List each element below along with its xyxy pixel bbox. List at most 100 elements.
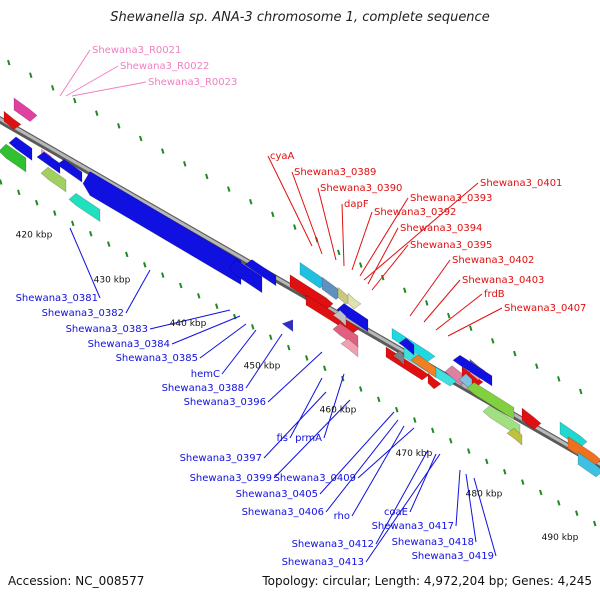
inner-tick-dot (179, 282, 183, 289)
reverse-label: fis (276, 433, 288, 444)
reverse-gene (444, 365, 463, 387)
outer-tick-dot (29, 72, 33, 79)
rna-label: Shewana3_R0021 (92, 45, 181, 56)
reverse-gene (56, 159, 83, 183)
outer-tick-dot (161, 148, 165, 154)
inner-tick-dot (161, 272, 165, 278)
reverse-label: rho (334, 511, 350, 522)
reverse-label: prmA (295, 433, 322, 444)
leader-line (455, 469, 461, 527)
forward-gene (3, 110, 22, 130)
outer-tick-dot (381, 274, 385, 281)
outer-tick-dot (73, 97, 77, 104)
leader-line (125, 269, 151, 314)
inner-tick-dot (53, 210, 57, 216)
tick-label: 480 kbp (466, 489, 503, 499)
reverse-label: Shewana3_0383 (66, 324, 148, 335)
tick-label: 450 kbp (244, 362, 281, 372)
forward-gene (521, 407, 542, 430)
inner-tick-dot (485, 458, 489, 465)
tick-dots (0, 59, 597, 527)
reverse-gene (82, 171, 242, 286)
inner-tick-dot (17, 189, 21, 196)
reverse-gene (68, 193, 101, 223)
inner-tick-dot (287, 344, 291, 351)
reverse-gene (340, 338, 359, 358)
leader-line (341, 203, 345, 267)
leader-line (363, 182, 479, 281)
reverse-label: Shewana3_0399 (190, 473, 272, 484)
inner-tick-dot (557, 500, 561, 506)
inner-tick-dot (449, 437, 453, 444)
outer-tick-dot (425, 300, 429, 306)
reverse-gene (336, 303, 369, 333)
inner-tick-dot (305, 355, 309, 361)
leader-line (149, 309, 231, 330)
map-title: Shewanella sp. ANA-3 chromosome 1, compl… (110, 10, 490, 25)
leader-line (351, 425, 405, 517)
forward-label: Shewana3_0401 (480, 178, 562, 189)
leader-line (267, 351, 323, 403)
rna-label: Shewana3_R0023 (148, 77, 237, 88)
leader-line (357, 427, 415, 479)
reverse-gene (8, 136, 33, 161)
leader-line (199, 323, 247, 359)
leader-line (371, 244, 409, 291)
outer-tick-dot (337, 249, 341, 256)
inner-tick-dot (89, 230, 93, 237)
outer-tick-dot (557, 376, 561, 382)
reverse-gene (506, 427, 523, 446)
reverse-label: coaE (384, 507, 408, 518)
reverse-gene (36, 151, 61, 175)
tick-label: 490 kbp (542, 533, 579, 543)
reverse-label: Shewana3_0412 (292, 539, 374, 550)
outer-tick-dot (249, 198, 253, 205)
leader-line (319, 411, 395, 495)
inner-tick-dot (269, 334, 273, 341)
label-leaders (59, 49, 503, 563)
inner-tick-dot (539, 489, 543, 496)
inner-tick-dot (143, 262, 147, 268)
accession-text: Accession: NC_008577 (8, 574, 145, 588)
reverse-label: hemC (191, 369, 220, 380)
leader-line (65, 65, 119, 97)
leader-line (245, 333, 283, 389)
reverse-label: Shewana3_0382 (42, 308, 124, 319)
inner-tick-dot (521, 479, 525, 485)
inner-tick-dot (467, 448, 471, 454)
leader-line (409, 259, 451, 317)
inner-tick-dot (107, 241, 111, 247)
leader-line (323, 373, 345, 439)
forward-gene (289, 274, 334, 311)
reverse-label: Shewana3_0384 (88, 339, 170, 350)
rna-label: Shewana3_R0022 (120, 61, 209, 72)
leader-line (473, 477, 497, 557)
leader-line (289, 377, 323, 439)
tick-label: 430 kbp (94, 275, 131, 285)
inner-tick-dot (71, 220, 75, 227)
forward-gene (347, 292, 362, 310)
leader-line (273, 399, 351, 479)
leader-line (435, 293, 483, 331)
forward-label: cyaA (270, 151, 295, 162)
reverse-gene (244, 259, 277, 287)
forward-label: Shewana3_0393 (410, 193, 492, 204)
inner-tick-dot (35, 199, 39, 206)
forward-label: Shewana3_0390 (320, 183, 402, 194)
gene-features (0, 97, 600, 478)
leader-line (465, 473, 477, 543)
outer-tick-dot (117, 123, 121, 129)
leader-line (221, 329, 257, 375)
forward-label: Shewana3_0403 (462, 275, 544, 286)
leader-line (359, 197, 409, 277)
outer-tick-dot (513, 350, 517, 357)
reverse-gene (452, 354, 493, 387)
inner-tick-dot (125, 251, 129, 258)
outer-tick-dot (7, 59, 11, 66)
rna-feature (13, 97, 38, 122)
reverse-gene (482, 405, 521, 438)
leader-line (447, 307, 503, 337)
reverse-label: Shewana3_0396 (184, 397, 266, 408)
